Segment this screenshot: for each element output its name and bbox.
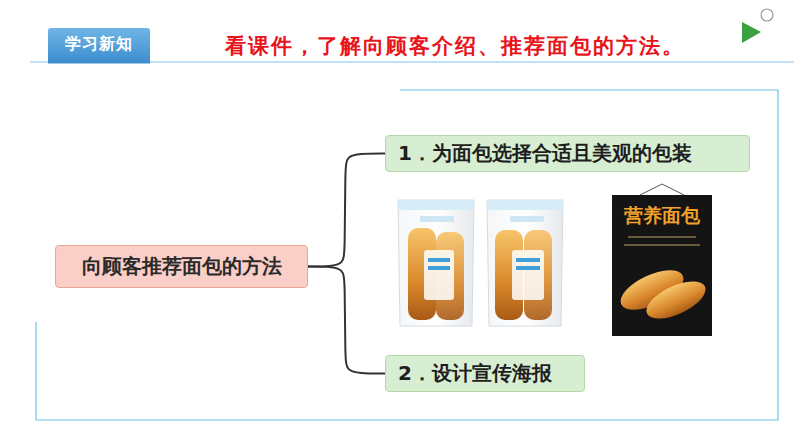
sticker-mark: [428, 266, 450, 270]
bag-seal: [487, 200, 563, 210]
brace-connector: [308, 154, 385, 267]
bag-logo: [510, 216, 544, 222]
content-frame: [36, 90, 778, 420]
bread-bag: [487, 200, 563, 326]
bag-seal: [398, 200, 474, 210]
method-box: 1．为面包选择合适且美观的包装: [385, 135, 750, 172]
method-box: 2．设计宣传海报: [385, 355, 585, 392]
poster-title: 营养面包: [624, 203, 700, 229]
play-icon: [742, 22, 761, 43]
bag-sticker: [512, 250, 544, 300]
poster-string: [640, 184, 684, 195]
bag-body: [398, 200, 474, 326]
bread-bag: [398, 200, 474, 326]
poster-line: [628, 236, 696, 238]
poster-bread: [641, 274, 711, 326]
bag-logo: [420, 216, 454, 222]
topic-box: 向顾客推荐面包的方法: [55, 245, 308, 288]
header-rule: [30, 61, 794, 63]
node-text: 学习新知: [65, 34, 133, 55]
slide-title: 看课件，了解向顾客介绍、推荐面包的方法。: [225, 32, 685, 60]
poster: [612, 184, 712, 336]
node-text: 1．为面包选择合适且美观的包装: [398, 140, 692, 167]
bag-body: [487, 200, 563, 326]
sticker-mark: [516, 266, 540, 270]
poster-board: [612, 195, 712, 336]
node-text: 2．设计宣传海报: [398, 360, 552, 387]
bag-sticker: [424, 250, 454, 300]
menu-circle: [761, 9, 773, 21]
node-text: 向顾客推荐面包的方法: [82, 253, 282, 280]
poster-line: [624, 244, 700, 246]
sticker-mark: [428, 258, 450, 262]
section-tab: 学习新知: [48, 28, 150, 61]
sticker-mark: [516, 258, 540, 262]
brace-connector: [308, 267, 385, 374]
